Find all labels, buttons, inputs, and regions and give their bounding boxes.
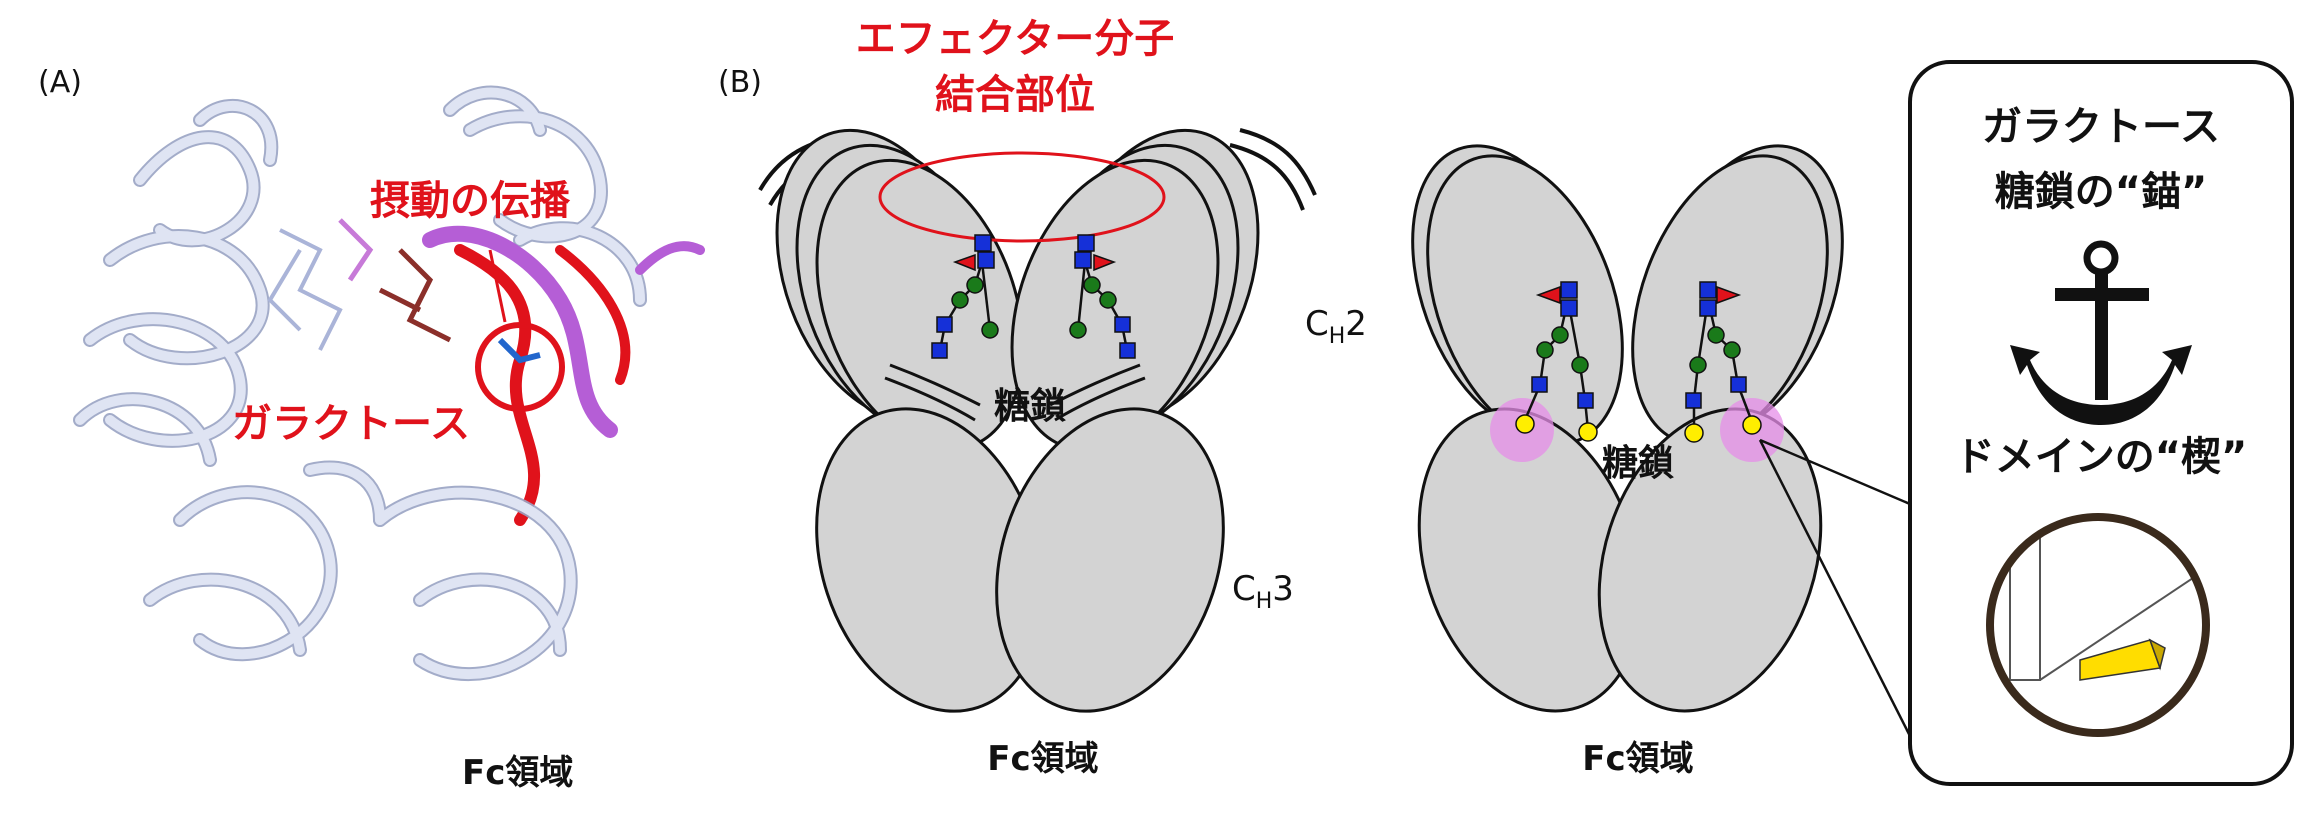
fc-diagram-stable <box>1411 144 1844 713</box>
panel-a-label: (A) <box>38 65 82 100</box>
callout-connector-bottom <box>1758 439 1914 741</box>
perturbation-label: 摂動の伝播 <box>370 178 571 224</box>
panel-b-fc-label-left: Fc領域 <box>987 739 1098 779</box>
anchor-icon <box>2010 240 2192 425</box>
glycan-tree-left-1 <box>931 234 999 359</box>
perturbation-pointer <box>488 249 507 323</box>
glycan-label-left: 糖鎖 <box>994 386 1066 427</box>
glycan-tree-right-1 <box>1515 281 1598 442</box>
effector-label-line2: 結合部位 <box>935 72 1095 118</box>
glycan-tree-right-2 <box>1684 281 1762 443</box>
ch3-label: CH3 <box>1232 569 1294 614</box>
panel-b-label: (B) <box>718 65 762 100</box>
fc-protein-structure <box>73 85 705 682</box>
glycan-tree-left-2 <box>1069 234 1136 359</box>
callout-line2: 糖鎖の“錨” <box>1995 169 2208 215</box>
callout-line3: ドメインの“楔” <box>1955 434 2248 480</box>
glycan-label-right: 糖鎖 <box>1602 443 1674 484</box>
effector-binding-site-ellipse <box>878 151 1166 243</box>
effector-label-line1: エフェクター分子 <box>856 16 1174 62</box>
panel-a-fc-label: Fc領域 <box>462 753 573 793</box>
galactose-label: ガラクトース <box>232 401 470 447</box>
ch2-label: CH2 <box>1305 304 1367 349</box>
callout-line1: ガラクトース <box>1982 104 2220 150</box>
panel-b-fc-label-right: Fc領域 <box>1582 739 1693 779</box>
galactose-highlight-circle <box>475 322 565 412</box>
